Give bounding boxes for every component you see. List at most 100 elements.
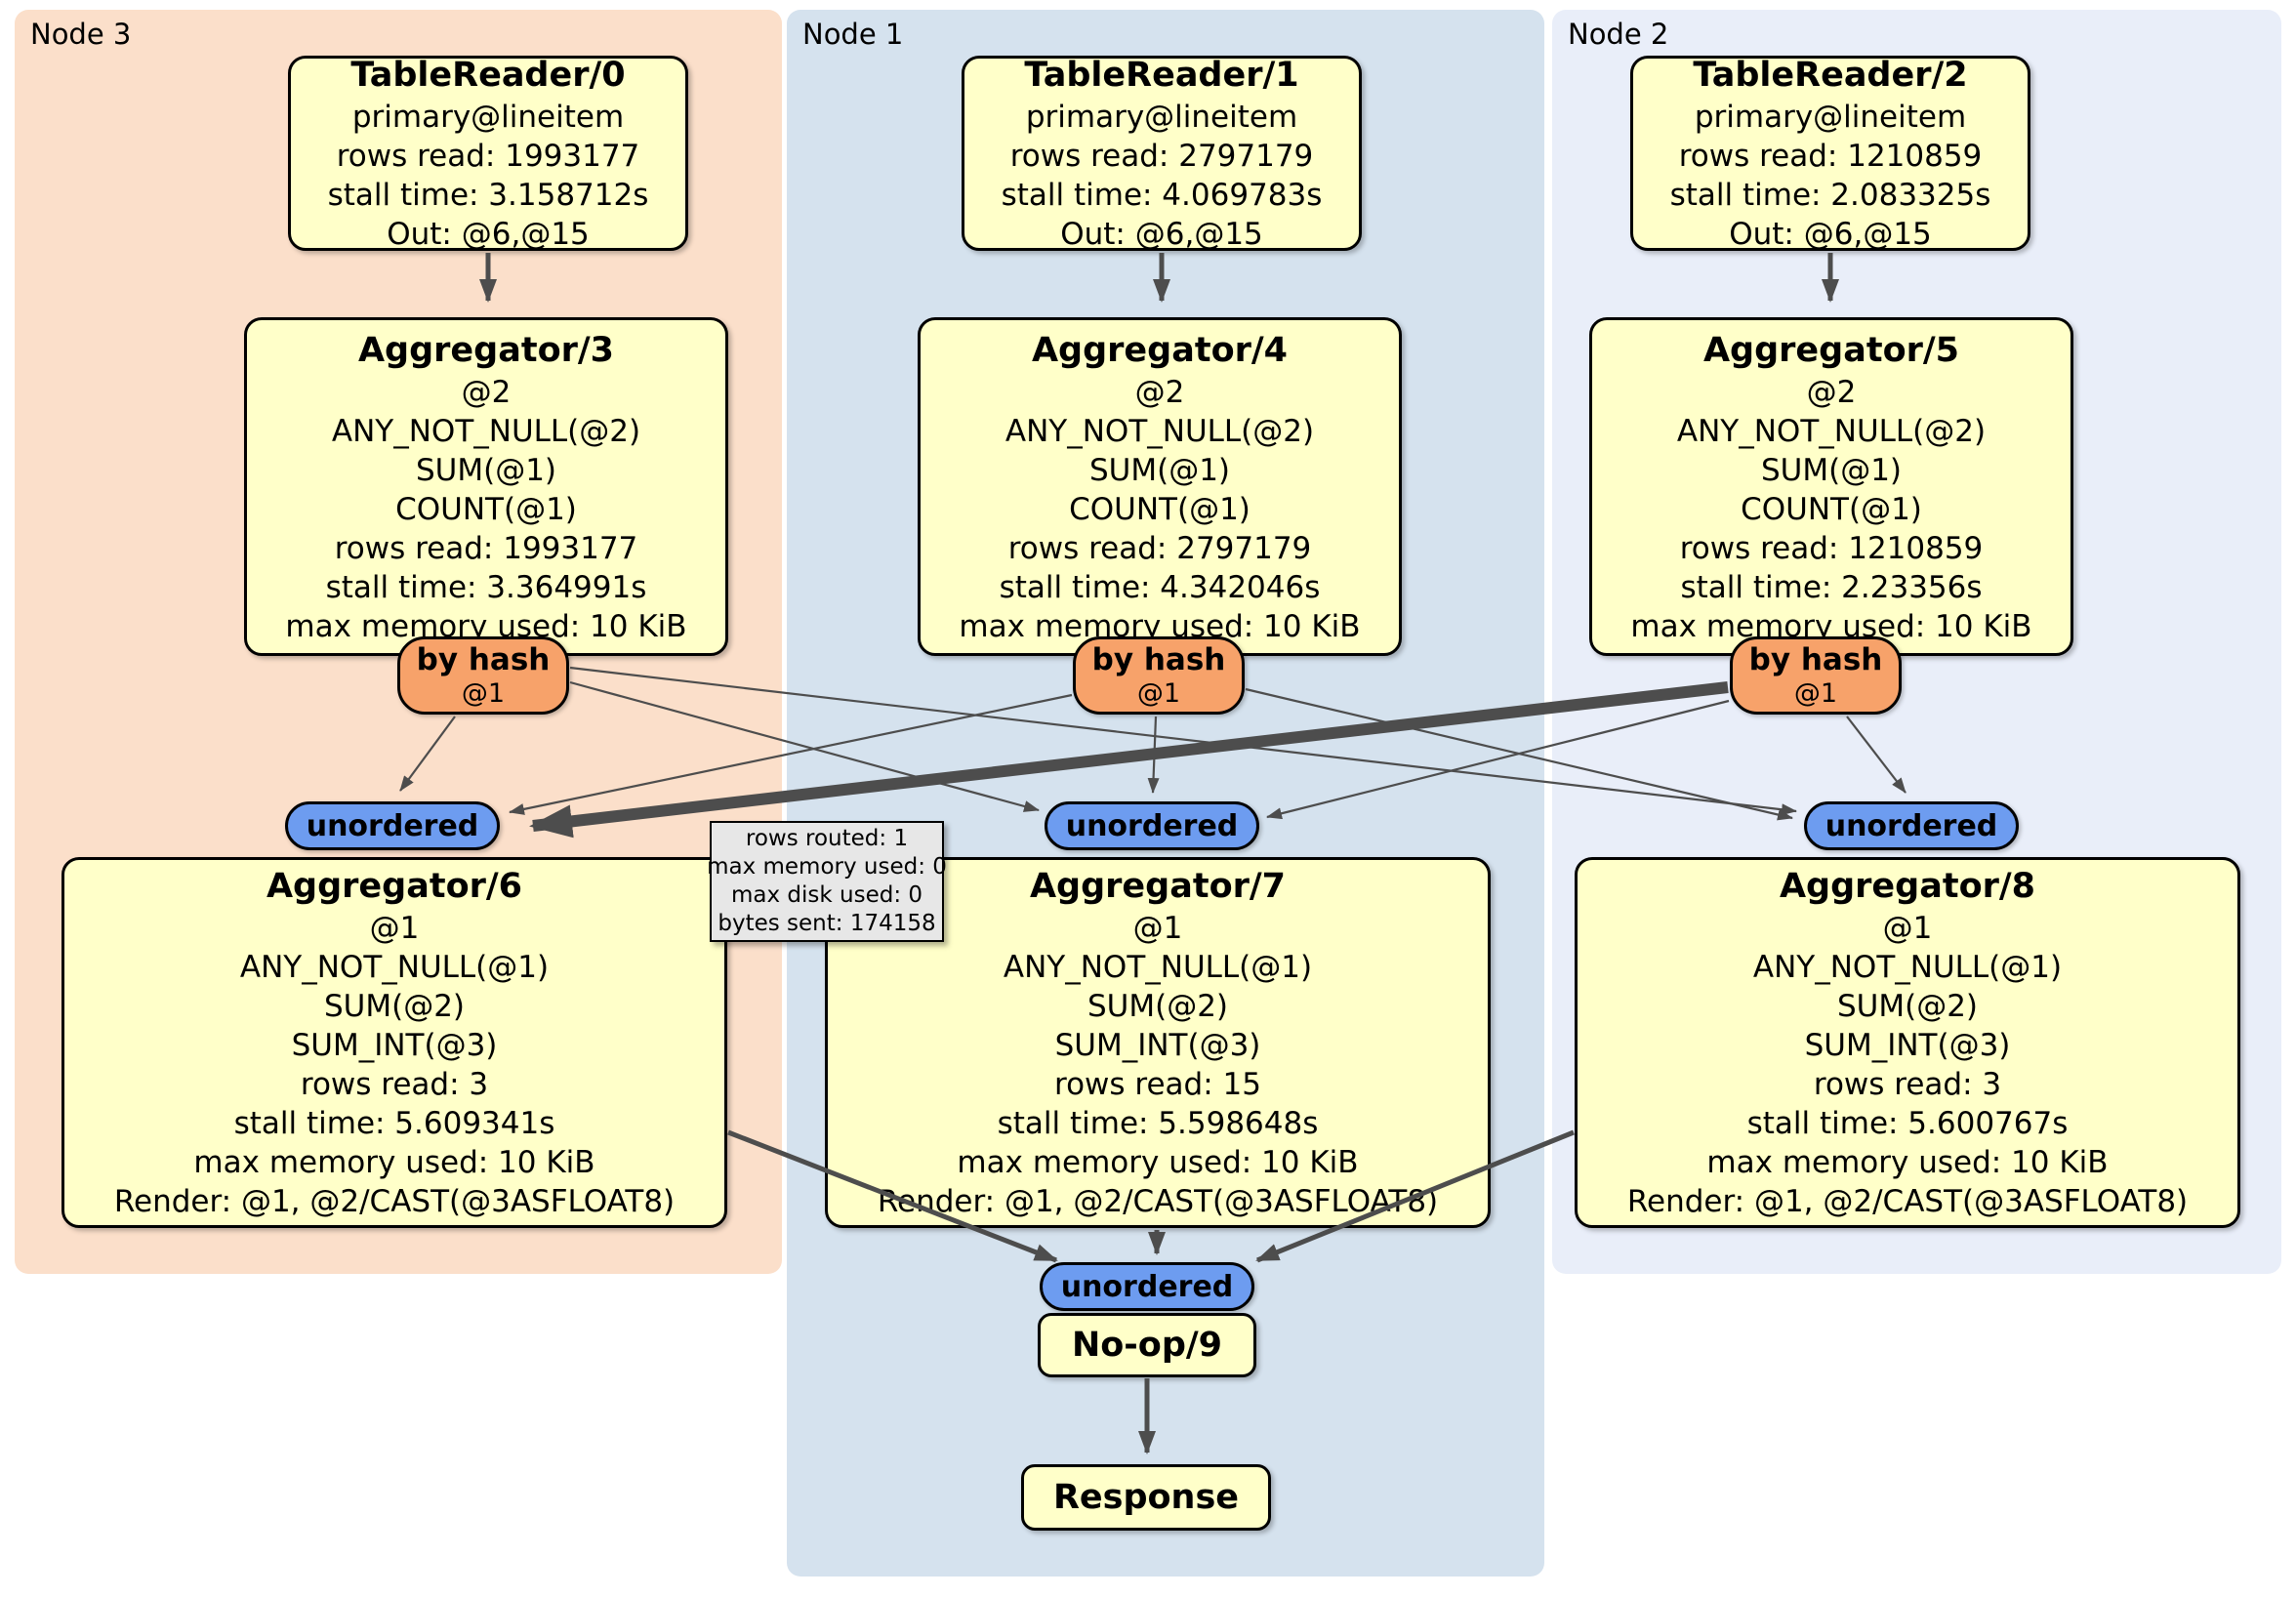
processor-out-line: Out: @6,@15 <box>1060 217 1263 252</box>
processor-stat-line: max memory used: 10 KiB <box>1706 1145 2109 1180</box>
router-hash-columns: @1 <box>1136 678 1181 709</box>
sync-label: unordered <box>306 808 479 843</box>
processor-group-line: @1 <box>1882 911 1933 946</box>
processor-stat-line: stall time: 2.083325s <box>1669 178 1991 213</box>
processor-stat-line: max memory used: 10 KiB <box>957 1145 1359 1180</box>
processor-response: Response <box>1021 1464 1271 1531</box>
router-hash-columns: @1 <box>1793 678 1838 709</box>
processor-agg-line: SUM(@2) <box>323 989 466 1024</box>
processor-agg-line: ANY_NOT_NULL(@1) <box>1003 950 1313 985</box>
processor-title: Response <box>1052 1478 1240 1517</box>
tooltip-stat-line: bytes sent: 174158 <box>718 911 936 936</box>
processor-title: Aggregator/8 <box>1779 867 2036 906</box>
processor-title: Aggregator/7 <box>1029 867 1287 906</box>
stream-stats-tooltip: rows routed: 1 max memory used: 0 max di… <box>707 821 947 942</box>
processor-title: No-op/9 <box>1071 1326 1223 1365</box>
processor-stat-line: max memory used: 10 KiB <box>193 1145 595 1180</box>
processor-group-line: @2 <box>461 374 512 410</box>
processor-stat-line: rows read: 1993177 <box>334 530 638 566</box>
router-label: by hash <box>1091 642 1226 677</box>
sync-unordered-6: unordered <box>285 801 500 850</box>
router-by-hash-5: by hash @1 <box>1730 636 1902 715</box>
processor-stat-line: rows read: 1993177 <box>336 139 640 174</box>
processor-agg-line: SUM(@1) <box>415 452 557 488</box>
processor-stat-line: stall time: 2.23356s <box>1680 569 1983 605</box>
processor-title: Aggregator/5 <box>1702 330 1960 370</box>
processor-stat-line: rows read: 1210859 <box>1679 530 1984 566</box>
tooltip-stat-line: rows routed: 1 <box>745 826 909 851</box>
router-label: by hash <box>1748 642 1883 677</box>
processor-agg-line: SUM(@2) <box>1836 989 1979 1024</box>
processor-stat-line: stall time: 3.364991s <box>325 569 647 605</box>
processor-detail-line: primary@lineitem <box>1694 100 1967 135</box>
router-label: by hash <box>416 642 551 677</box>
tooltip-stat-line: max disk used: 0 <box>730 882 923 908</box>
node3-label: Node 3 <box>30 18 132 51</box>
processor-detail-line: primary@lineitem <box>351 100 625 135</box>
processor-out-line: Out: @6,@15 <box>1729 217 1932 252</box>
processor-title: Aggregator/4 <box>1031 330 1289 370</box>
processor-agg-line: SUM(@2) <box>1086 989 1229 1024</box>
processor-detail-line: primary@lineitem <box>1025 100 1298 135</box>
processor-agg-line: ANY_NOT_NULL(@2) <box>331 413 641 449</box>
processor-agg-line: SUM_INT(@3) <box>1054 1028 1261 1063</box>
processor-agg-line: SUM_INT(@3) <box>291 1028 498 1063</box>
processor-agg-line: COUNT(@1) <box>395 491 577 527</box>
processor-stat-line: stall time: 5.600767s <box>1746 1106 2069 1141</box>
processor-group-line: @1 <box>369 911 420 946</box>
processor-noop-9: No-op/9 <box>1038 1313 1256 1377</box>
processor-stat-line: stall time: 4.342046s <box>999 569 1321 605</box>
processor-stat-line: rows read: 3 <box>300 1067 489 1102</box>
node2-label: Node 2 <box>1568 18 1669 51</box>
router-by-hash-3: by hash @1 <box>397 636 569 715</box>
processor-agg-line: ANY_NOT_NULL(@1) <box>1752 950 2063 985</box>
processor-tablereader-2: TableReader/2 primary@lineitem rows read… <box>1630 56 2030 252</box>
processor-render-line: Render: @1, @2/CAST(@3ASFLOAT8) <box>1626 1184 2189 1219</box>
sync-unordered-9: unordered <box>1040 1262 1254 1311</box>
processor-agg-line: ANY_NOT_NULL(@2) <box>1676 413 1987 449</box>
processor-stat-line: stall time: 5.609341s <box>233 1106 555 1141</box>
processor-stat-line: rows read: 3 <box>1813 1067 2002 1102</box>
tooltip-stat-line: max memory used: 0 <box>707 854 947 880</box>
node1-label: Node 1 <box>802 18 904 51</box>
processor-agg-line: SUM(@1) <box>1088 452 1231 488</box>
processor-aggregator-6: Aggregator/6 @1 ANY_NOT_NULL(@1) SUM(@2)… <box>62 857 727 1228</box>
processor-stat-line: stall time: 3.158712s <box>327 178 649 213</box>
processor-agg-line: COUNT(@1) <box>1069 491 1250 527</box>
processor-title: Aggregator/3 <box>357 330 615 370</box>
processor-stat-line: rows read: 15 <box>1054 1067 1261 1102</box>
processor-group-line: @2 <box>1134 374 1185 410</box>
processor-aggregator-3: Aggregator/3 @2 ANY_NOT_NULL(@2) SUM(@1)… <box>244 317 728 656</box>
router-hash-columns: @1 <box>461 678 506 709</box>
processor-title: TableReader/2 <box>1693 56 1968 95</box>
processor-out-line: Out: @6,@15 <box>387 217 590 252</box>
processor-tablereader-1: TableReader/1 primary@lineitem rows read… <box>962 56 1362 252</box>
processor-stat-line: rows read: 2797179 <box>1009 139 1314 174</box>
processor-agg-line: SUM(@1) <box>1760 452 1903 488</box>
processor-aggregator-8: Aggregator/8 @1 ANY_NOT_NULL(@1) SUM(@2)… <box>1575 857 2240 1228</box>
processor-stat-line: rows read: 2797179 <box>1007 530 1312 566</box>
router-by-hash-4: by hash @1 <box>1073 636 1245 715</box>
processor-agg-line: COUNT(@1) <box>1741 491 1922 527</box>
processor-title: Aggregator/6 <box>266 867 523 906</box>
processor-stat-line: stall time: 4.069783s <box>1001 178 1323 213</box>
processor-agg-line: ANY_NOT_NULL(@1) <box>239 950 550 985</box>
processor-render-line: Render: @1, @2/CAST(@3ASFLOAT8) <box>113 1184 676 1219</box>
processor-render-line: Render: @1, @2/CAST(@3ASFLOAT8) <box>877 1184 1439 1219</box>
processor-aggregator-4: Aggregator/4 @2 ANY_NOT_NULL(@2) SUM(@1)… <box>918 317 1402 656</box>
sync-unordered-7: unordered <box>1045 801 1259 850</box>
sync-unordered-8: unordered <box>1804 801 2019 850</box>
sync-label: unordered <box>1060 1269 1234 1304</box>
processor-title: TableReader/0 <box>350 56 626 95</box>
processor-aggregator-5: Aggregator/5 @2 ANY_NOT_NULL(@2) SUM(@1)… <box>1589 317 2073 656</box>
processor-group-line: @2 <box>1806 374 1857 410</box>
processor-stat-line: rows read: 1210859 <box>1678 139 1983 174</box>
processor-group-line: @1 <box>1132 911 1183 946</box>
sync-label: unordered <box>1065 808 1239 843</box>
processor-tablereader-0: TableReader/0 primary@lineitem rows read… <box>288 56 688 252</box>
processor-title: TableReader/1 <box>1024 56 1299 95</box>
sync-label: unordered <box>1824 808 1998 843</box>
processor-agg-line: SUM_INT(@3) <box>1804 1028 2011 1063</box>
processor-stat-line: stall time: 5.598648s <box>997 1106 1319 1141</box>
